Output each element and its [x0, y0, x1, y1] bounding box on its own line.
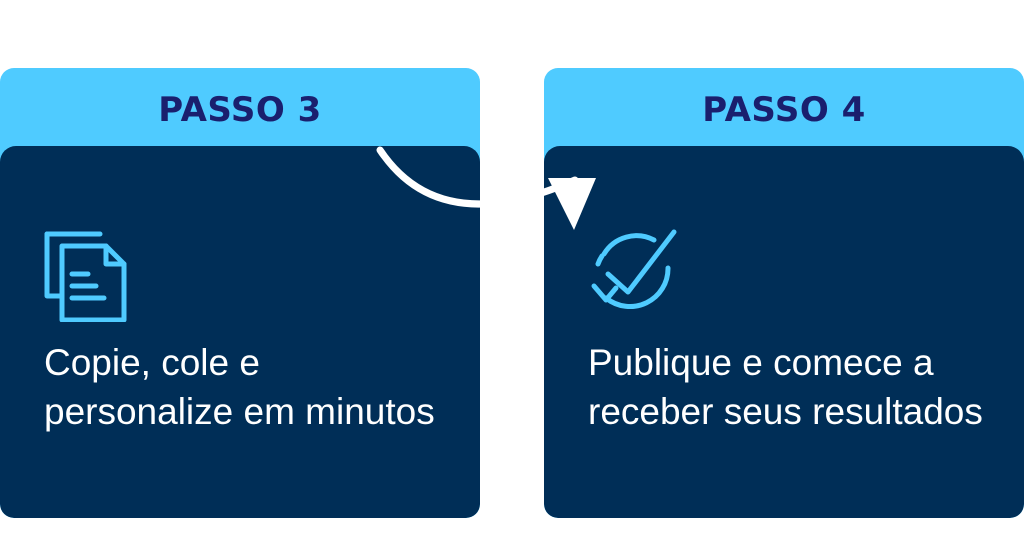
refresh-check-icon — [591, 229, 677, 310]
document-icon — [44, 231, 127, 322]
step-card-3: PASSO 3 Copie, cole e personalize em min… — [0, 68, 480, 518]
step-title: PASSO 4 — [702, 90, 866, 130]
step-title: PASSO 3 — [158, 90, 322, 130]
step-card-4: PASSO 4 Publique e comece a receber seus… — [544, 68, 1024, 518]
step-description: Copie, cole e personalize em minutos — [44, 342, 435, 432]
step-body: Publique e comece a receber seus resulta… — [544, 146, 1024, 518]
step-body: Copie, cole e personalize em minutos — [0, 146, 480, 518]
step-description: Publique e comece a receber seus resulta… — [588, 342, 983, 432]
